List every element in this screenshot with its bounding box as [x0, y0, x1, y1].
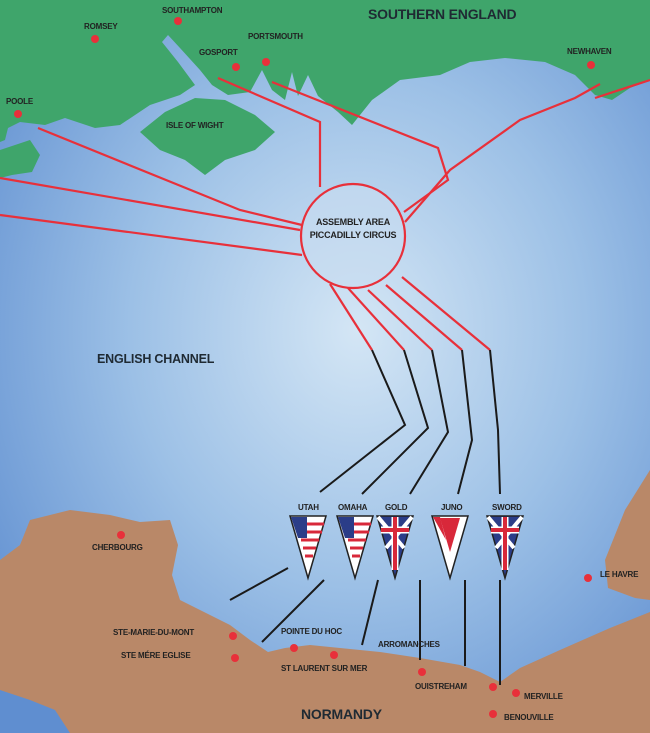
town-cherbourg: CHERBOURG — [92, 543, 143, 552]
beach-label-utah: UTAH — [298, 503, 319, 512]
town-dot-poole — [14, 110, 22, 118]
town-dot-merville — [512, 689, 520, 697]
town-pointe-du-hoc: POINTE DU HOC — [281, 627, 342, 636]
town-ste-marie-du-mont: STE-MARIE-DU-MONT — [113, 628, 195, 637]
town-dot-gosport — [232, 63, 240, 71]
town-le-havre: LE HAVRE — [600, 570, 639, 579]
town-benouville: BENOUVILLE — [504, 713, 554, 722]
town-dot-ouistreham — [489, 683, 497, 691]
town-dot-st-laurent — [330, 651, 338, 659]
town-newhaven: NEWHAVEN — [567, 47, 612, 56]
town-dot-arromanches — [418, 668, 426, 676]
southern-england-land — [0, 0, 650, 142]
beach-label-gold: GOLD — [385, 503, 408, 512]
dorset-coast-land — [0, 140, 40, 178]
town-dot-ste-mere-eglise — [231, 654, 239, 662]
flags — [289, 515, 524, 581]
town-dot-benouville — [489, 710, 497, 718]
town-dot-ste-marie-du-mont — [229, 632, 237, 640]
assembly-area-circle — [299, 182, 407, 290]
town-dot-newhaven — [587, 61, 595, 69]
label-isle-of-wight: ISLE OF WIGHT — [166, 121, 224, 130]
town-southampton: SOUTHAMPTON — [162, 6, 223, 15]
town-poole: POOLE — [6, 97, 34, 106]
town-gosport: GOSPORT — [199, 48, 238, 57]
assembly-line-2: PICCADILLY CIRCUS — [309, 230, 397, 240]
flag-utah-usa — [289, 515, 327, 581]
town-merville: MERVILLE — [524, 692, 563, 701]
town-dot-portsmouth — [262, 58, 270, 66]
assembly-area-label: ASSEMBLY AREA PICCADILLY CIRCUS — [303, 216, 403, 242]
region-label-english-channel: ENGLISH CHANNEL — [97, 352, 215, 366]
town-dot-pointe-du-hoc — [290, 644, 298, 652]
flag-omaha-usa — [336, 515, 374, 581]
le-havre-land — [605, 470, 650, 600]
town-dot-cherbourg — [117, 531, 125, 539]
flag-sword-uk — [486, 515, 524, 581]
town-arromanches: ARROMANCHES — [378, 640, 440, 649]
town-dot-southampton — [174, 17, 182, 25]
assembly-line-1: ASSEMBLY AREA — [315, 217, 391, 227]
beach-label-sword: SWORD — [492, 503, 522, 512]
flag-juno-canada — [431, 515, 469, 581]
beach-label-juno: JUNO — [441, 503, 463, 512]
region-label-normandy: NORMANDY — [301, 706, 382, 722]
town-romsey: ROMSEY — [84, 22, 118, 31]
beach-label-omaha: OMAHA — [338, 503, 368, 512]
town-portsmouth: PORTSMOUTH — [248, 32, 303, 41]
flag-gold-uk — [376, 515, 414, 581]
normandy-land — [0, 510, 650, 733]
routes — [0, 76, 650, 351]
beach-approach-lines — [229, 349, 501, 685]
isle-of-wight — [140, 98, 275, 175]
town-ste-mere-eglise: STE MÉRE EGLISE — [121, 651, 191, 660]
town-dot-romsey — [91, 35, 99, 43]
region-label-southern-england: SOUTHERN ENGLAND — [368, 6, 517, 22]
town-dot-le-havre — [584, 574, 592, 582]
town-ouistreham: OUISTREHAM — [415, 682, 467, 691]
town-st-laurent-sur-mer: ST LAURENT SUR MER — [281, 664, 368, 673]
